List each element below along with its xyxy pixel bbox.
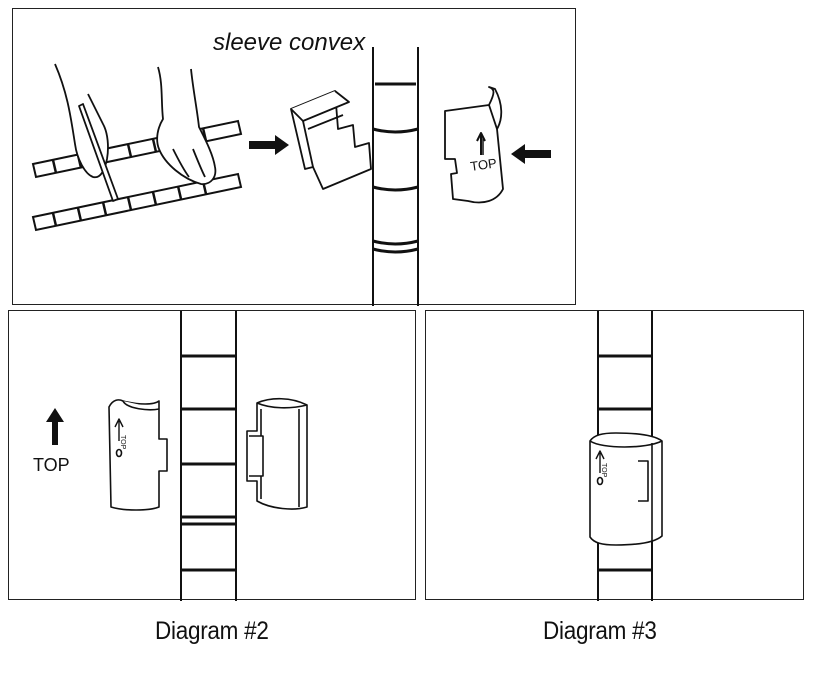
sleeve-convex-label: sleeve convex	[213, 29, 366, 56]
sleeve-top-label: TOP	[600, 463, 607, 478]
diagram-panel-3: TOP	[425, 310, 804, 601]
arrow-left-icon	[511, 144, 551, 164]
hands-marking-pole	[54, 63, 217, 202]
sleeve-top-label: TOP	[469, 155, 497, 174]
diagram-3-illustration: TOP	[589, 311, 663, 601]
arrow-up-icon	[46, 408, 64, 445]
sleeve-half-convex	[290, 90, 372, 190]
arrow-right-icon	[249, 135, 289, 155]
diagram-2-illustration: TOP TOP	[33, 311, 308, 601]
diagram-panel-2: TOP TOP	[8, 310, 416, 601]
top-direction-label: TOP	[33, 455, 70, 475]
assembled-sleeve	[589, 432, 663, 546]
diagram-3-caption: Diagram #3	[543, 617, 657, 645]
diagram-panel-installation: sleeve convex TOP	[12, 8, 576, 306]
installation-illustration: sleeve convex TOP	[31, 29, 551, 306]
vertical-pole	[372, 47, 419, 306]
sleeve-half-right	[246, 397, 308, 510]
sleeve-half-left	[108, 399, 168, 511]
diagram-2-caption: Diagram #2	[155, 617, 269, 645]
sleeve-top-label: TOP	[119, 435, 126, 450]
vertical-pole	[180, 311, 237, 601]
sleeve-half-with-arrow	[444, 86, 504, 204]
